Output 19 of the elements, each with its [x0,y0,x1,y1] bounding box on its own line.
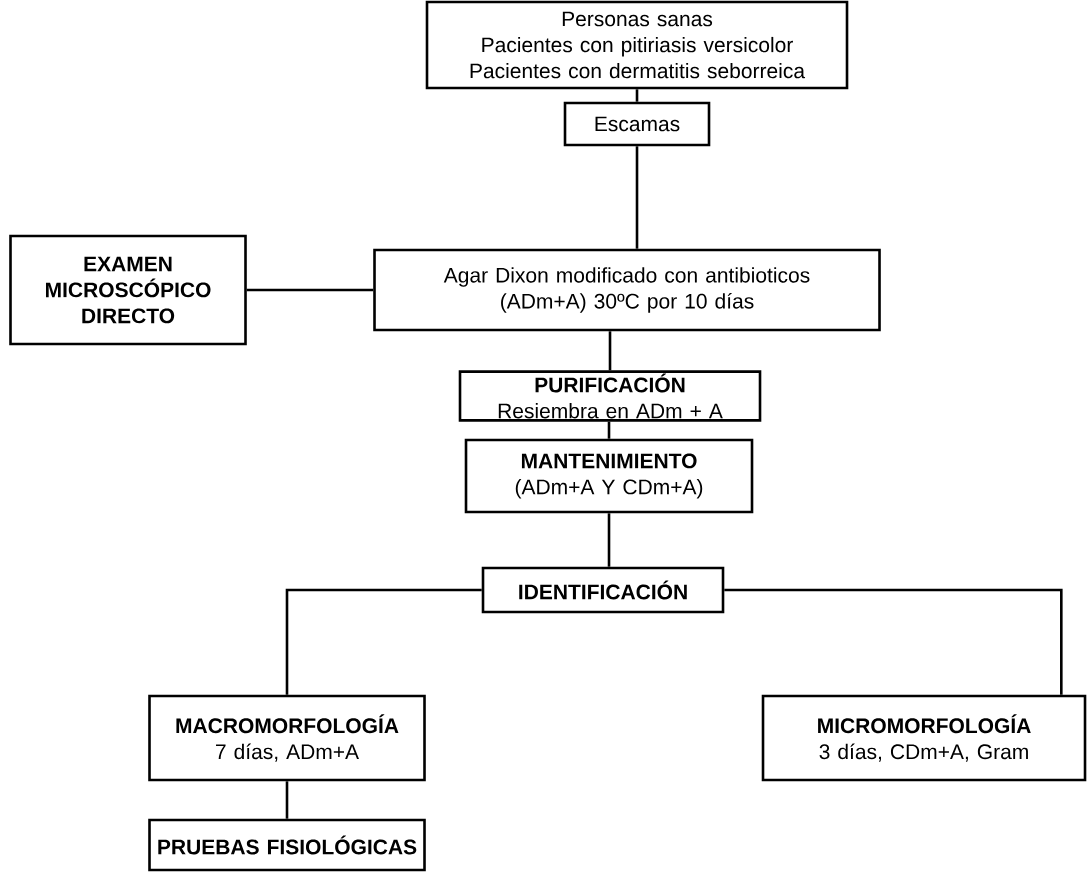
connector-line [607,513,611,567]
connector-line [635,89,639,102]
connector-line [607,421,611,439]
connector-line [285,781,289,819]
connector-line [246,288,374,292]
process-box: Escamas [563,101,711,147]
connector-line [285,588,482,695]
process-box: Agar Dixon modificado con antibioticos (ADm+A) 30ºC por 10 días [373,248,881,332]
connector-line [608,331,612,371]
connector-line [635,146,639,249]
process-box: MANTENIMIENTO (ADm+A Y CDm+A) [464,438,754,514]
connector-line [724,588,1063,695]
process-box: IDENTIFICACIÓN [481,566,725,614]
process-box: PRUEBAS FISIOLÓGICAS [148,818,426,872]
process-box: EXAMEN MICROSCÓPICO DIRECTO [9,234,247,346]
process-box: MACROMORFOLOGÍA 7 días, ADm+A [148,694,426,782]
process-box: PURIFICACIÓN Resiembra en ADm + A [458,370,762,422]
process-box: MICROMORFOLOGÍA 3 días, CDm+A, Gram [761,694,1087,782]
process-box: Personas sanas Pacientes con pitiriasis versicolor Pacientes con dermatitis seborreica [425,0,849,90]
